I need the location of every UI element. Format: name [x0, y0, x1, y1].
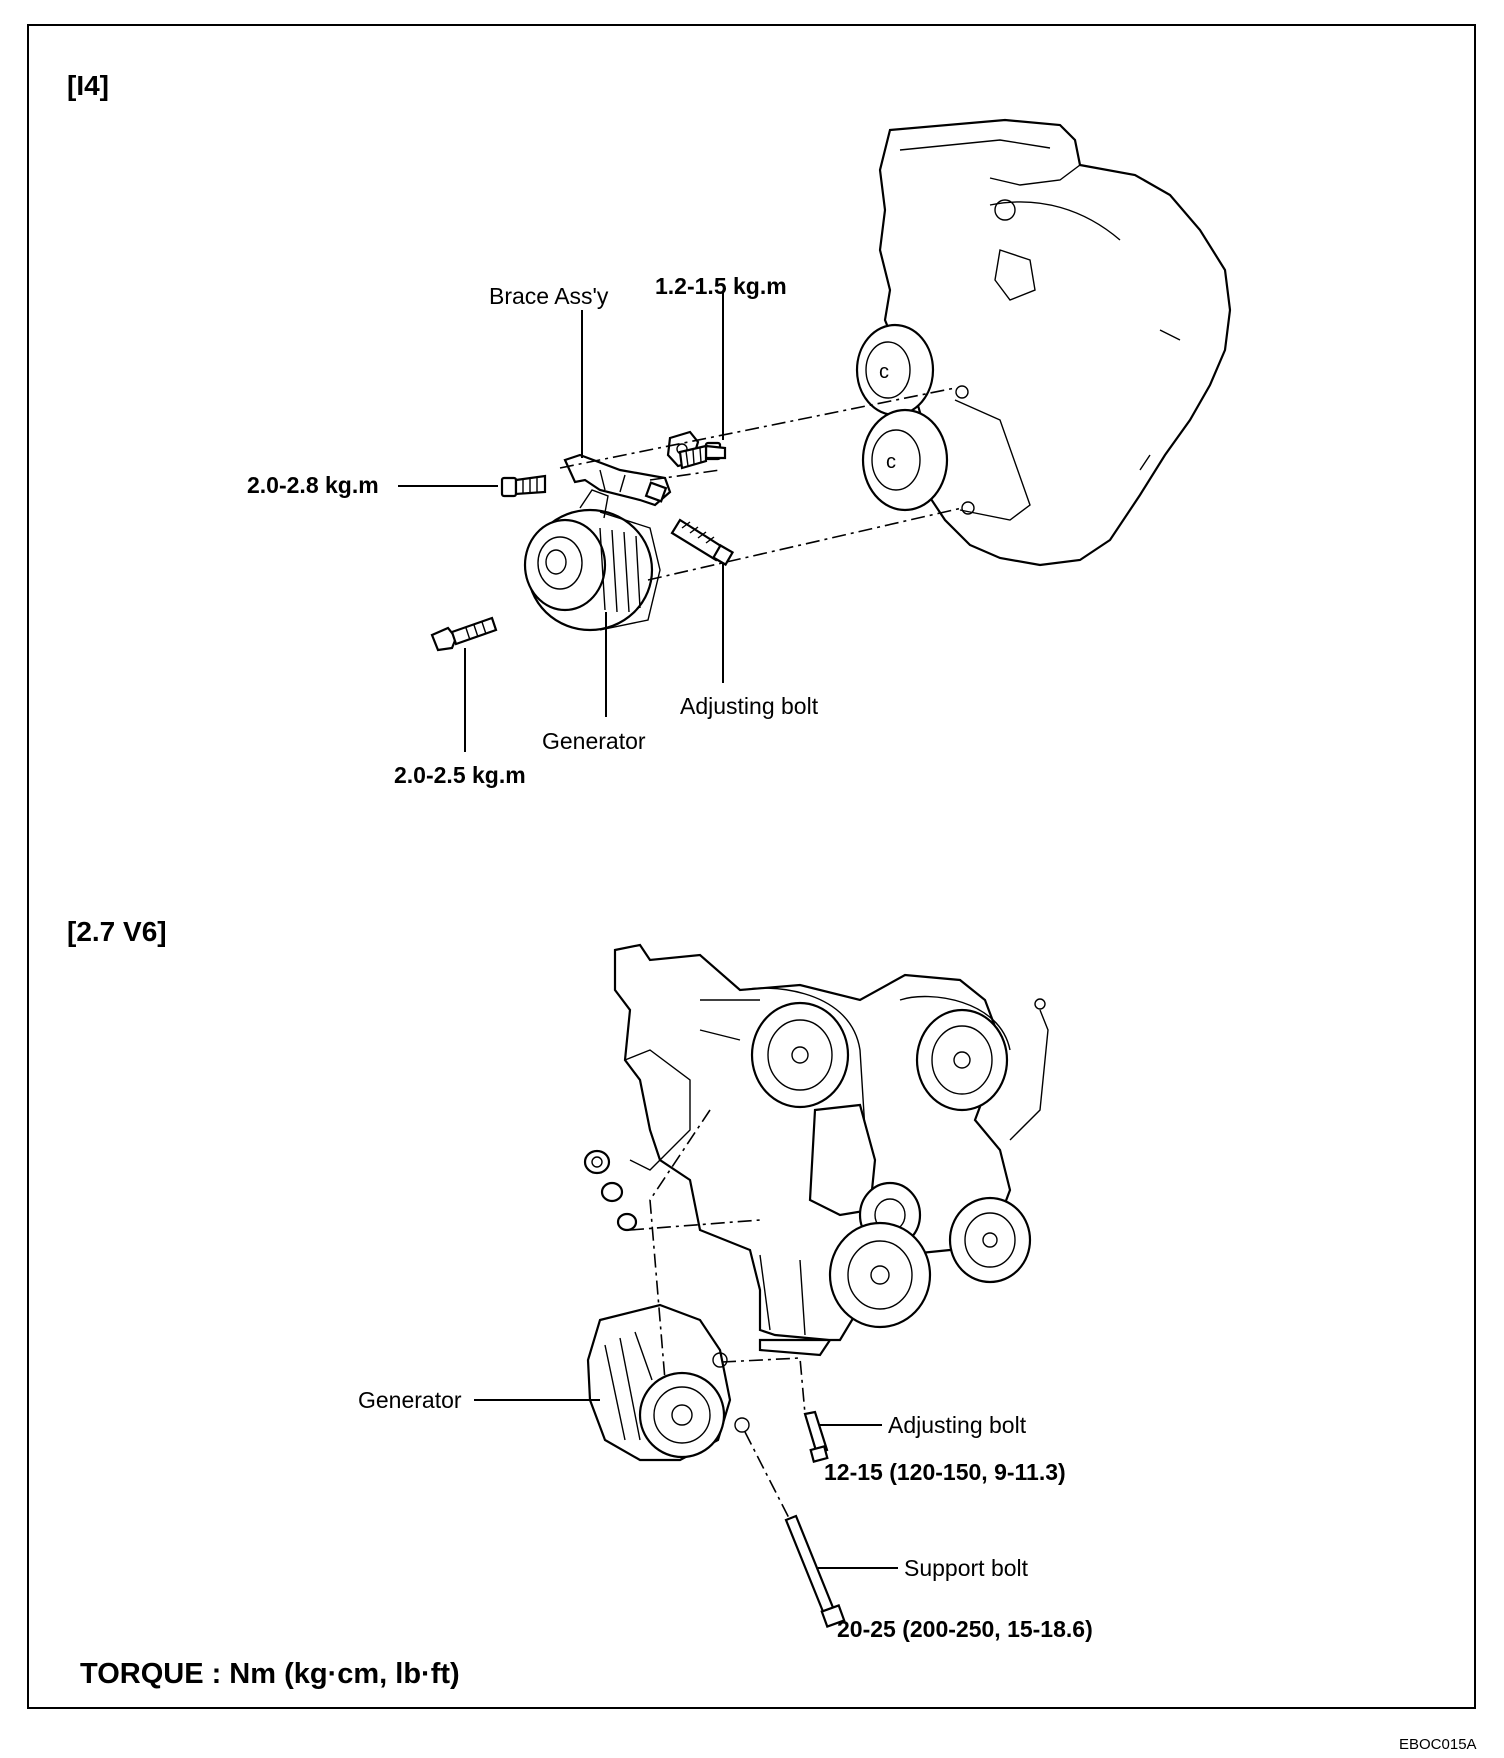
i4-generator [523, 489, 661, 632]
i4-engine: c c [855, 118, 1232, 567]
v6-generator-label: Generator [358, 1387, 462, 1413]
top-bolt-torque-label: 2.0-2.8 kg.m [247, 472, 379, 498]
v6-engine [583, 943, 1049, 1357]
svg-text:c: c [879, 361, 889, 383]
v6-alignment-lines [629, 1109, 806, 1521]
diagram-frame [27, 24, 1476, 1709]
i4-section-header: [I4] [67, 70, 109, 101]
v6-section-header: [2.7 V6] [67, 916, 167, 947]
brace-assy-label: Brace Ass'y [489, 283, 609, 309]
brace-bolt-torque-label: 1.2-1.5 kg.m [655, 273, 787, 299]
v6-generator [586, 1303, 750, 1462]
svg-text:c: c [886, 451, 896, 473]
i4-alignment-lines [559, 387, 963, 581]
i4-leader-lines [398, 292, 724, 752]
v6-adjusting-bolt-torque-label: 12-15 (120-150, 9-11.3) [824, 1459, 1066, 1485]
torque-units-note: TORQUE : Nm (kg·cm, lb·ft) [80, 1658, 460, 1690]
v6-support-bolt-torque-label: 20-25 (200-250, 15-18.6) [837, 1616, 1093, 1642]
v6-support-bolt-label: Support bolt [904, 1555, 1029, 1581]
v6-adjusting-bolt-label: Adjusting bolt [888, 1412, 1027, 1438]
i4-brace-assembly [563, 430, 700, 507]
i4-bolts [430, 441, 735, 652]
i4-adjusting-bolt-label: Adjusting bolt [680, 693, 819, 719]
i4-generator-label: Generator [542, 728, 646, 754]
figure-code: EBOC015A [1399, 1736, 1477, 1753]
v6-bolts [784, 1410, 846, 1629]
v6-leader-lines [474, 1399, 898, 1569]
lower-bolt-torque-label: 2.0-2.5 kg.m [394, 762, 526, 788]
